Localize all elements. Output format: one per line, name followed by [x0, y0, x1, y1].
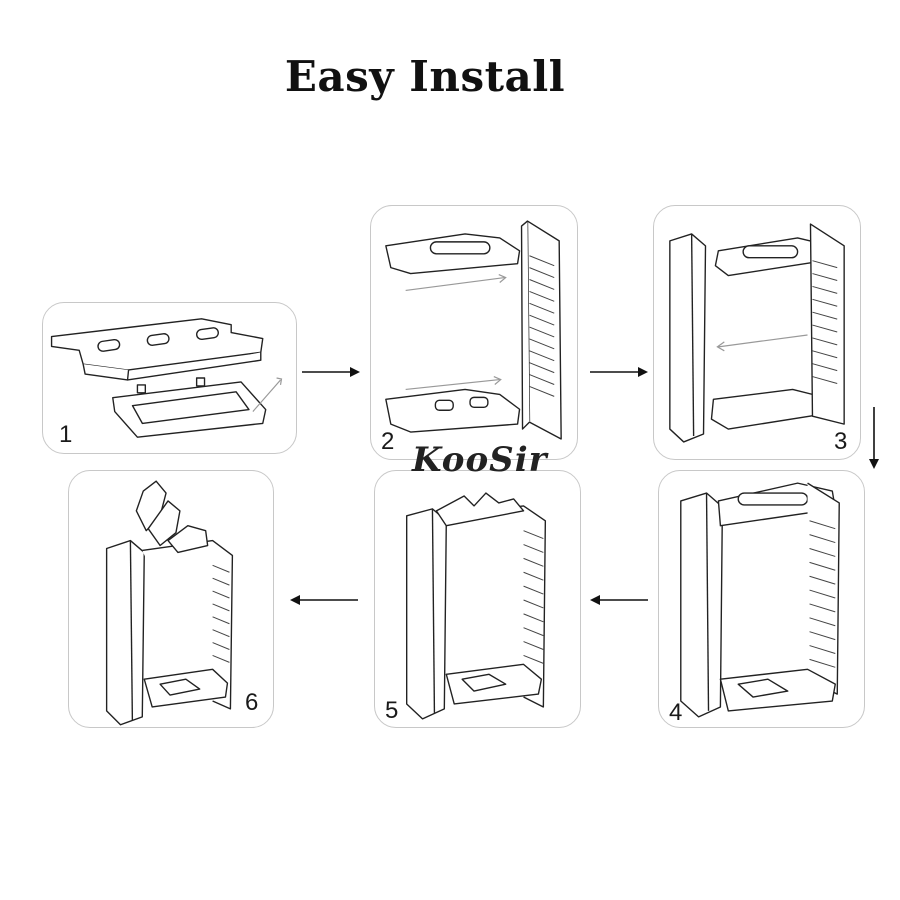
arrow-right-icon — [302, 367, 360, 377]
step-number: 3 — [834, 428, 848, 455]
arrow-down-icon — [869, 407, 879, 469]
slide-hint-arrow — [252, 379, 281, 412]
slide-hint-arrow — [716, 334, 808, 352]
step-2-illustration — [385, 220, 562, 440]
step-2-panel: 2 — [370, 205, 578, 460]
step-6-illustration — [105, 480, 234, 726]
arrow-left-icon — [590, 595, 648, 605]
page-title: Easy Install — [284, 52, 566, 101]
step-6-panel: 6 — [68, 470, 274, 728]
step-number: 6 — [245, 689, 259, 716]
step-5-panel: 5 — [374, 470, 581, 728]
controller-2 — [147, 500, 181, 547]
slide-hint-arrows — [405, 274, 507, 391]
step-1-panel: 1 — [42, 302, 297, 454]
step-number: 4 — [669, 699, 683, 726]
controller-1 — [135, 480, 167, 532]
step-3-panel: 3 — [653, 205, 861, 460]
step-4-illustration — [680, 482, 840, 718]
arrow-left-icon — [290, 595, 358, 605]
step-5-illustration — [405, 492, 547, 720]
brand-watermark: KooSir — [412, 440, 548, 480]
step-3-illustration — [669, 223, 845, 443]
step-1-illustration — [50, 318, 283, 438]
step-number: 1 — [59, 421, 73, 448]
step-number: 5 — [385, 697, 399, 724]
step-number: 2 — [381, 428, 395, 455]
arrow-right-icon — [590, 367, 648, 377]
step-4-panel: 4 — [658, 470, 865, 728]
